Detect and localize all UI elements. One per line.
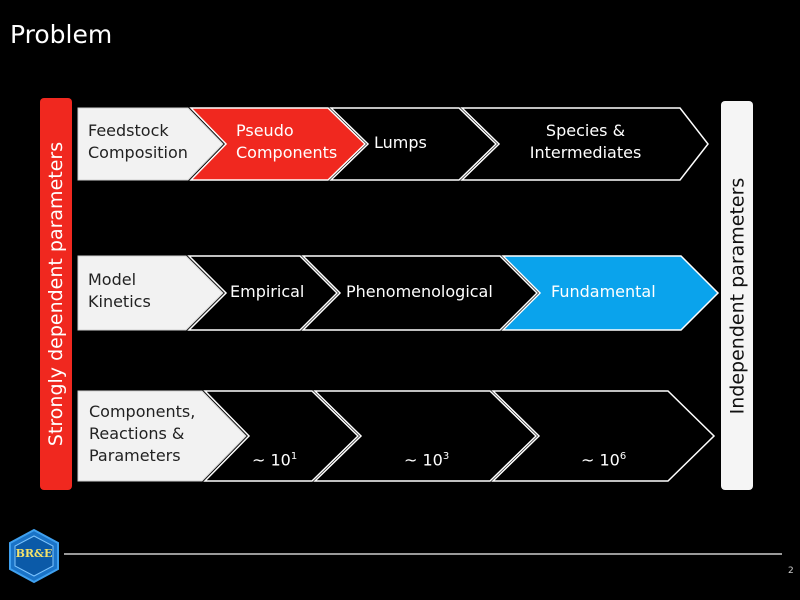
step-10-1-arrow	[203, 390, 360, 482]
step-fundamental-arrow	[501, 255, 720, 331]
row-feedstock-arrows	[77, 107, 709, 181]
left-sidebar-bar: Strongly dependent parameters	[40, 98, 72, 490]
page-number: 2	[788, 566, 794, 576]
step-10-6-arrow	[491, 390, 716, 482]
bre-logo-text: BR&E	[15, 547, 53, 560]
right-sidebar-label: Independent parameters	[726, 177, 748, 414]
right-sidebar-bar: Independent parameters	[721, 101, 753, 490]
row-kinetics: Model Kinetics Empirical Phenomenologica…	[77, 255, 720, 331]
slide-title: Problem	[10, 20, 113, 49]
left-sidebar-label: Strongly dependent parameters	[45, 141, 68, 447]
row-parameters: Components, Reactions & Parameters ~ 101…	[77, 390, 718, 482]
kinetics-header-arrow	[77, 255, 224, 331]
row-parameters-arrows	[77, 390, 716, 482]
step-species-arrow	[460, 107, 709, 181]
parameters-header-arrow	[77, 390, 247, 482]
step-10-3-arrow	[313, 390, 538, 482]
row-feedstock: Feedstock Composition Pseudo Components …	[77, 107, 718, 181]
footer-divider	[64, 553, 782, 555]
step-phenomenological-arrow	[301, 255, 539, 331]
bre-logo	[9, 528, 59, 584]
step-empirical-arrow	[187, 255, 339, 331]
step-lumps-arrow	[329, 107, 498, 181]
feedstock-header-arrow	[77, 107, 224, 181]
step-pseudo-components-arrow	[189, 107, 367, 181]
row-kinetics-arrows	[77, 255, 720, 331]
